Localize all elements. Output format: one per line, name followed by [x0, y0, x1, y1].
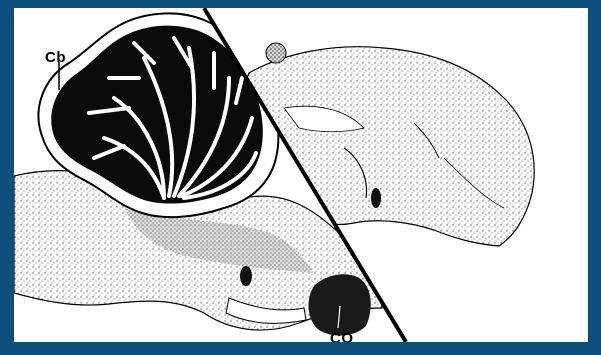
nucleus-right [371, 188, 381, 208]
brain-sagittal-section-drawing [14, 8, 588, 342]
label-co: CO [330, 330, 354, 342]
illustration-panel: Cb CO [14, 8, 588, 342]
olfactory-bulb [266, 43, 286, 63]
co-nucleus [309, 274, 371, 335]
label-cb: Cb [45, 49, 66, 66]
nucleus-dark-small [240, 266, 252, 286]
